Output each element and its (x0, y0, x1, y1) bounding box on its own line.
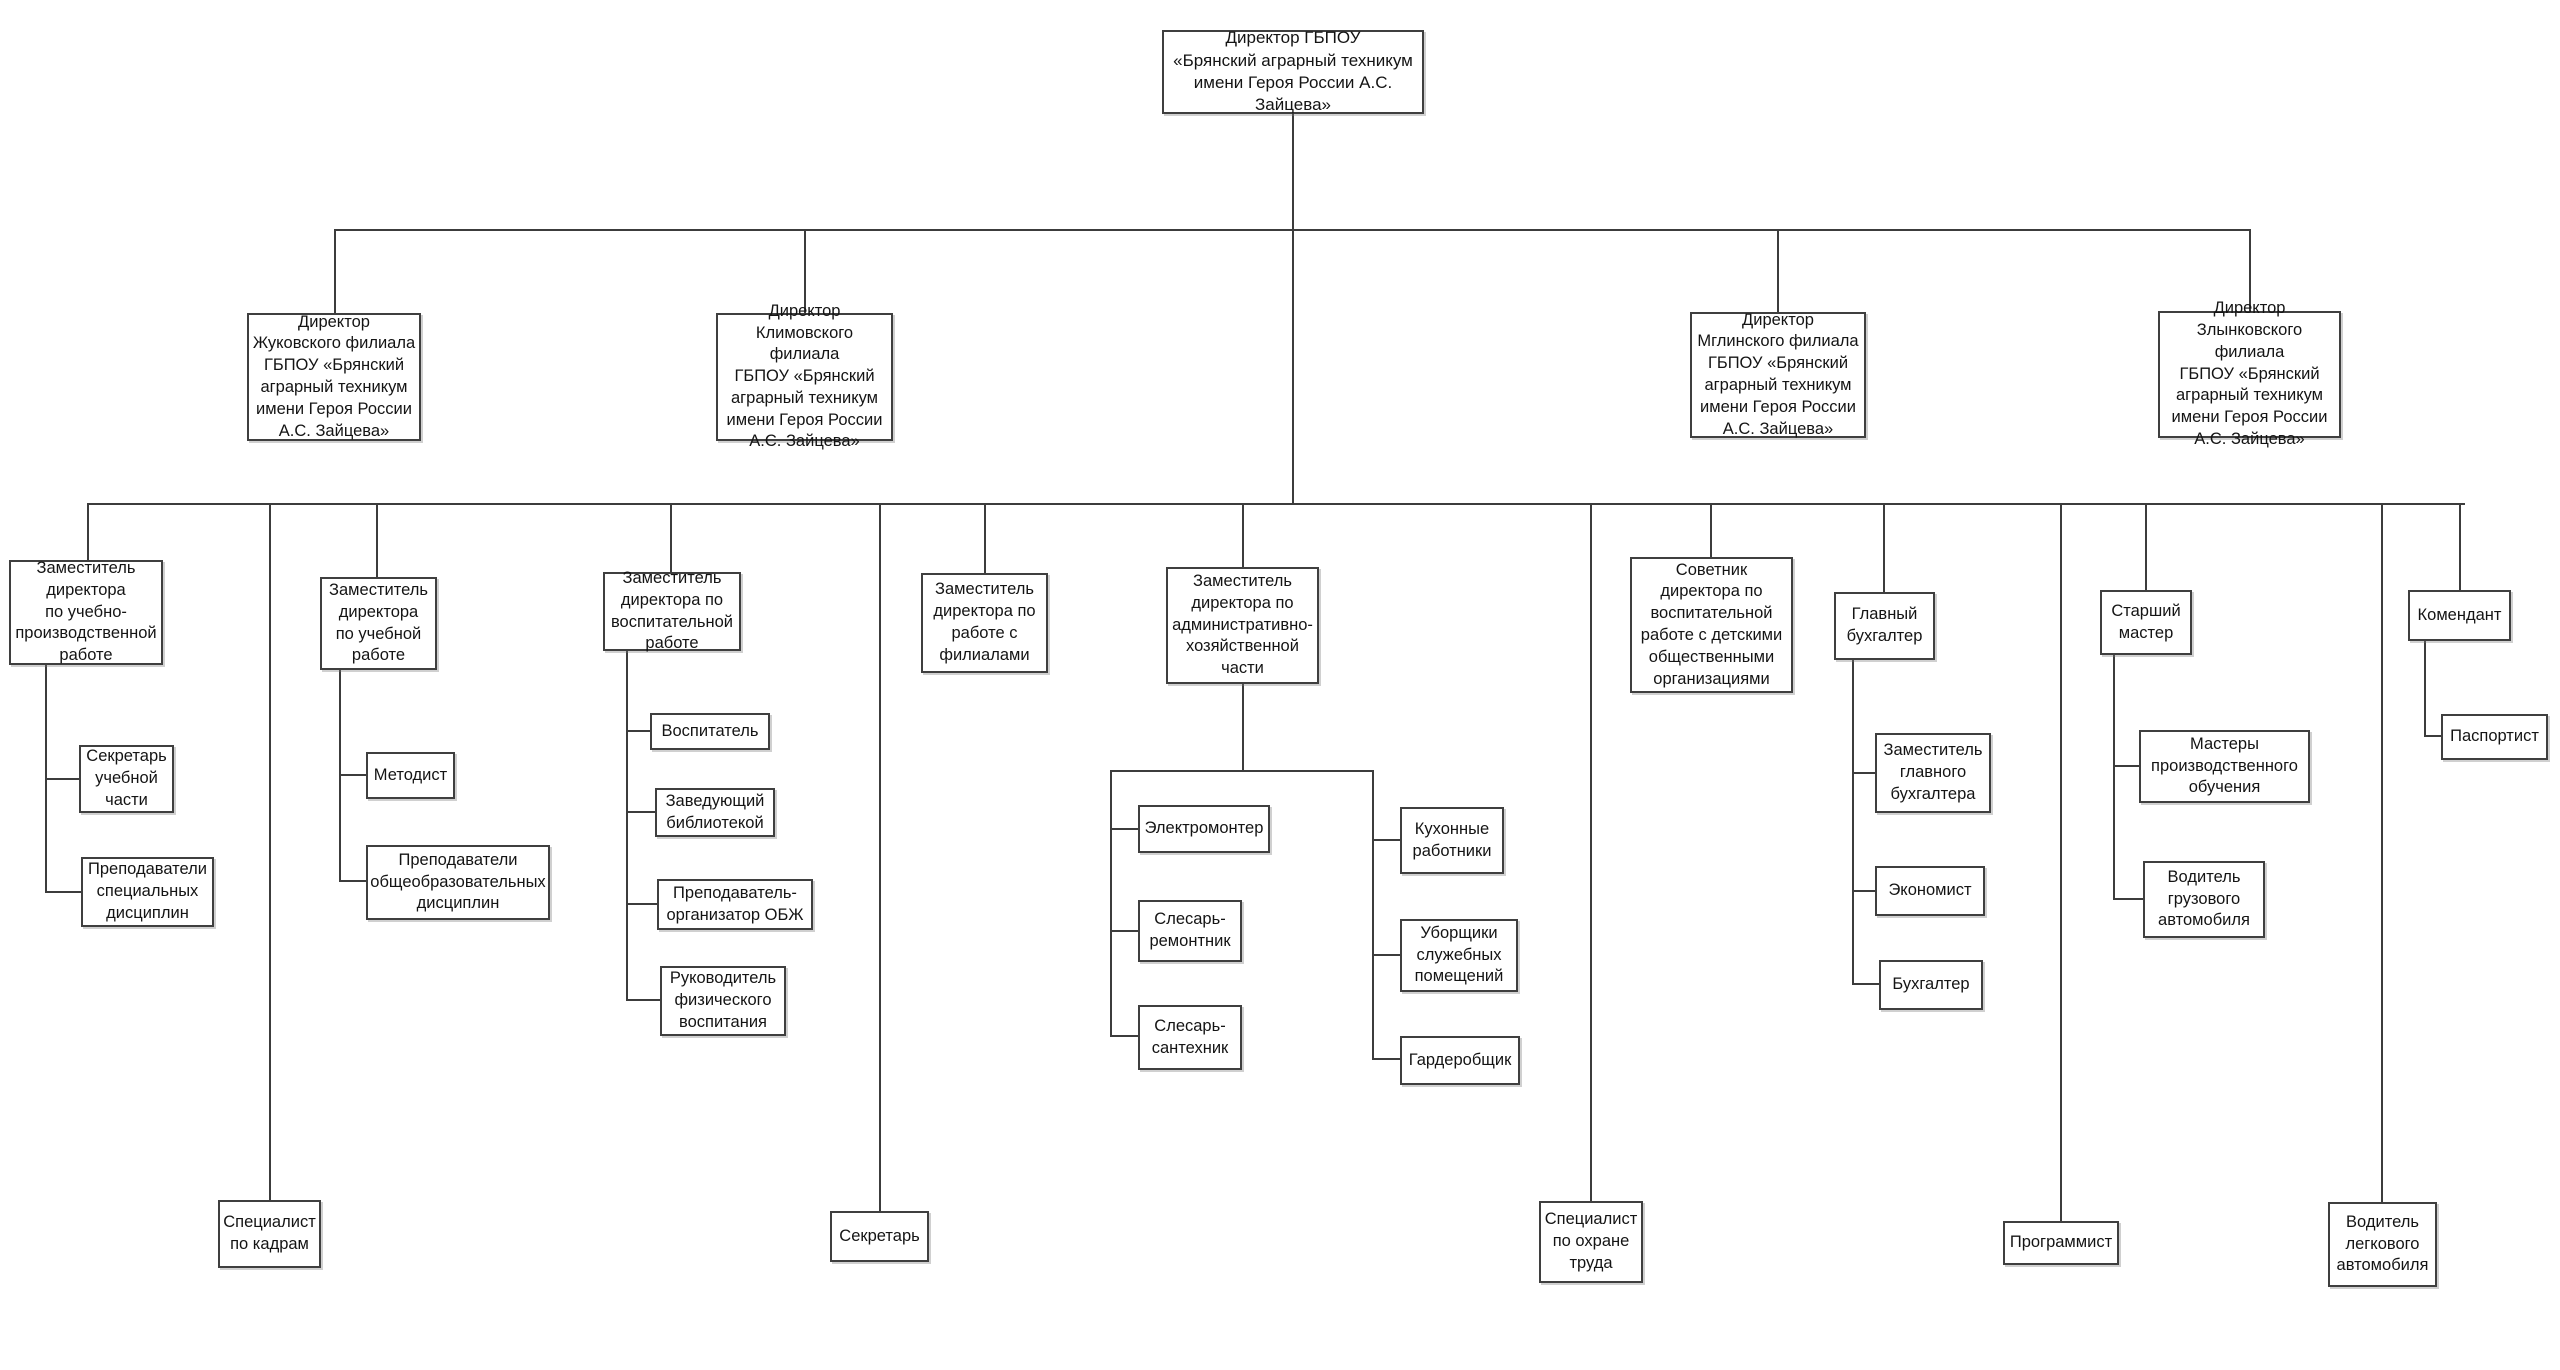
node-starshiy-master: Старший мастер (2100, 590, 2192, 655)
node-prepodavatel-organizator-obzh: Преподаватель- организатор ОБЖ (657, 879, 813, 930)
node-voditel-gruzovogo-avtomobilya: Водитель грузового автомобиля (2143, 861, 2265, 938)
node-zam-uchebnoy-rabote: Заместитель директора по учебной работе (320, 577, 437, 670)
connector-drop-zhukovsky (334, 229, 336, 313)
node-director-root: Директор ГБПОУ «Брянский аграрный техник… (1162, 28, 1424, 114)
node-buhgalter: Бухгалтер (1879, 960, 1983, 1010)
connector-vr-rail (626, 651, 628, 1001)
node-zaveduyushiy-bibliotekoy: Заведующий библиотекой (655, 788, 775, 837)
connector-komendant-rail (2424, 641, 2426, 737)
node-sekretar-uchebnoy-chasti: Секретарь учебной части (79, 745, 174, 813)
connector-ahch-stub-elektro (1110, 828, 1138, 830)
connector-ahch-stub-sant (1110, 1035, 1138, 1037)
node-garderobshik: Гардеробщик (1400, 1036, 1520, 1085)
connector-drop-st-master (2145, 503, 2147, 590)
connector-vr-stub4 (626, 999, 660, 1001)
node-specialist-po-ohrane-truda: Специалист по охране труда (1539, 1201, 1643, 1283)
connector-master-stub2 (2113, 898, 2143, 900)
connector-drop-spec-kadry (269, 503, 271, 1200)
connector-komendant-stub (2424, 735, 2441, 737)
node-glavnyy-buhgalter: Главный бухгалтер (1834, 592, 1935, 660)
node-mastera-proizvodstvennogo-obucheniya: Мастеры производственного обучения (2139, 730, 2310, 803)
connector-drop-klimovsky (804, 229, 806, 313)
connector-drop-glav-buh (1883, 503, 1885, 592)
connector-drop-komendant (2459, 503, 2461, 590)
node-programmist: Программист (2003, 1221, 2119, 1265)
node-metodist: Методист (366, 752, 455, 799)
connector-ur-stub2 (339, 880, 366, 882)
connector-buh-stub2 (1852, 890, 1875, 892)
node-prepodavateli-specialnyh: Преподаватели специальных дисциплин (81, 857, 214, 927)
node-prepodavateli-obsheobrazovatelnyh: Преподаватели общеобразовательных дисцип… (366, 845, 550, 920)
node-rukovoditel-fizicheskogo-vospitaniya: Руководитель физического воспитания (660, 966, 786, 1036)
connector-main-bus (88, 503, 2465, 505)
node-specialist-po-kadram: Специалист по кадрам (218, 1200, 321, 1268)
node-director-mglinsky: Директор Мглинского филиала ГБПОУ «Брянс… (1690, 311, 1866, 438)
connector-ur-rail (339, 670, 341, 882)
connector-drop-zlynkovsky (2249, 229, 2251, 311)
connector-ahch-stub-uborka (1372, 954, 1400, 956)
node-uborshiki-sluzhebnyh-pomesheniy: Уборщики служебных помещений (1400, 919, 1518, 992)
connector-ahch-right-rail (1372, 770, 1374, 1060)
connector-drop-zam-ur (376, 503, 378, 577)
node-slesar-santehnik: Слесарь- сантехник (1138, 1005, 1242, 1070)
connector-master-rail (2113, 655, 2115, 900)
node-director-klimovsky: Директор Климовского филиала ГБПОУ «Брян… (716, 302, 893, 450)
node-zam-rabote-s-filialami: Заместитель директора по работе с филиал… (921, 573, 1048, 673)
node-ekonomist: Экономист (1875, 866, 1985, 916)
connector-drop-zam-upr (87, 503, 89, 560)
connector-directors-bus (334, 229, 2251, 231)
node-director-zhukovsky: Директор Жуковского филиала ГБПОУ «Брянс… (247, 313, 421, 441)
connector-drop-spec-ohrana (1590, 503, 1592, 1201)
node-voditel-legkovogo-avtomobilya: Водитель легкового автомобиля (2328, 1202, 2437, 1287)
node-slesar-remontnik: Слесарь- ремонтник (1138, 900, 1242, 962)
connector-ur-stub1 (339, 774, 366, 776)
connector-vr-stub1 (626, 730, 650, 732)
node-kuhonnye-rabotniki: Кухонные работники (1400, 807, 1504, 874)
node-zam-uchebno-proizvodstvennoy: Заместитель директора по учебно- произво… (9, 559, 163, 665)
connector-drop-sovetnik (1710, 503, 1712, 557)
connector-ahch-stub-garderob (1372, 1058, 1400, 1060)
node-sovetnik-direktora: Советник директора по воспитательной раб… (1630, 557, 1793, 693)
connector-drop-zam-vr (670, 503, 672, 572)
connector-buh-stub1 (1852, 772, 1875, 774)
connector-vr-stub2 (626, 811, 655, 813)
connector-upr-stub1 (45, 778, 79, 780)
node-elektromonter: Электромонтер (1138, 805, 1270, 853)
connector-drop-programmist (2060, 503, 2062, 1221)
connector-drop-sekretar (879, 503, 881, 1211)
connector-master-stub1 (2113, 765, 2139, 767)
connector-ahch-bar (1110, 770, 1374, 772)
connector-ahch-stub-kuhnya (1372, 839, 1400, 841)
connector-buh-stub3 (1852, 983, 1879, 985)
connector-ahch-left-rail (1110, 770, 1112, 1037)
node-sekretar: Секретарь (830, 1211, 929, 1262)
connector-drop-mglinsky (1777, 229, 1779, 312)
node-pasportist: Паспортист (2441, 714, 2548, 760)
connector-ahch-drop2 (1242, 684, 1244, 771)
node-zam-glavnogo-buhgaltera: Заместитель главного бухгалтера (1875, 733, 1991, 813)
connector-drop-zam-filialy (984, 503, 986, 573)
connector-buh-rail (1852, 660, 1854, 985)
connector-drop-voditel-legk (2381, 503, 2383, 1202)
node-vospitatel: Воспитатель (650, 713, 770, 750)
node-director-zlynkovsky: Директор Злынковского филиала ГБПОУ «Бря… (2158, 299, 2341, 448)
connector-root-spine (1292, 114, 1294, 504)
connector-upr-stub2 (45, 891, 81, 893)
connector-drop-zam-ahch (1242, 503, 1244, 567)
connector-ahch-stub-remont (1110, 930, 1138, 932)
node-zam-vospitatelnoy-rabote: Заместитель директора по воспитательной … (603, 569, 741, 652)
node-zam-ahch: Заместитель директора по административно… (1166, 567, 1319, 684)
connector-vr-stub3 (626, 903, 657, 905)
node-komendant: Комендант (2408, 590, 2511, 641)
